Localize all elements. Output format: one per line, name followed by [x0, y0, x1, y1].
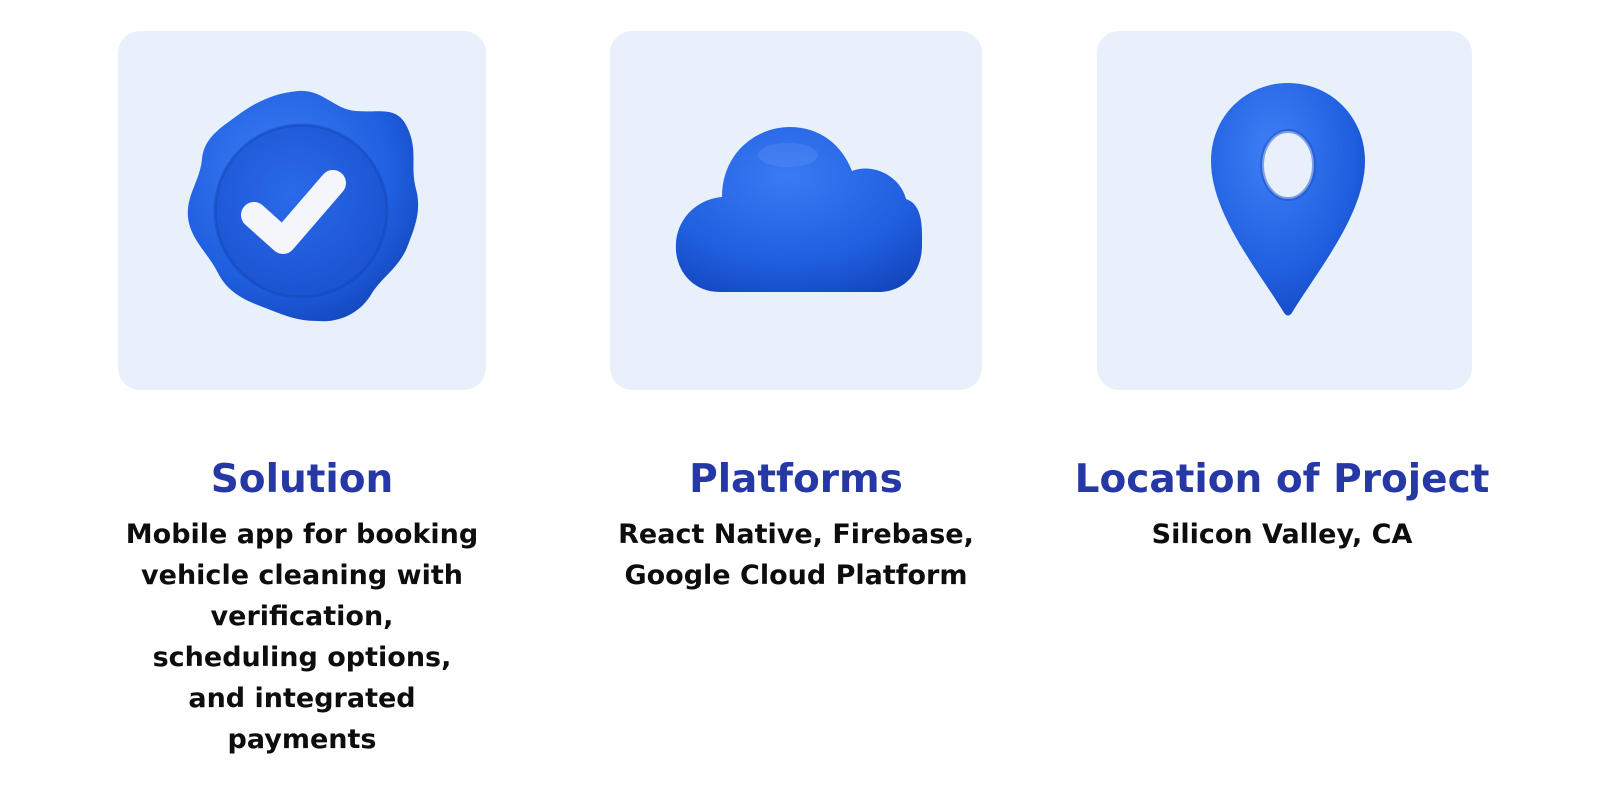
platforms-text: Platforms React Native, Firebase, Google…	[596, 456, 996, 596]
platforms-line: Google Cloud Platform	[624, 560, 968, 591]
verified-badge-icon	[187, 90, 419, 322]
location-pin-icon	[1211, 83, 1365, 316]
solution-card	[118, 31, 486, 390]
location-line: Silicon Valley, CA	[1151, 519, 1413, 550]
solution-description: Mobile app for booking vehicle cleaning …	[101, 514, 503, 760]
platforms-card	[610, 31, 982, 390]
solution-text: Solution Mobile app for booking vehicle …	[101, 456, 503, 760]
location-title: Location of Project	[1074, 457, 1490, 502]
location-card	[1097, 31, 1472, 390]
solution-line: payments	[227, 724, 377, 755]
solution-title: Solution	[210, 457, 394, 502]
solution-line: Mobile app for booking	[125, 519, 479, 550]
platforms-description: React Native, Firebase, Google Cloud Pla…	[596, 514, 996, 596]
solution-line: and integrated	[188, 683, 416, 714]
location-text: Location of Project Silicon Valley, CA	[1072, 456, 1492, 555]
cloud-icon	[675, 127, 923, 292]
location-description: Silicon Valley, CA	[1072, 514, 1492, 555]
solution-line: scheduling options,	[152, 642, 452, 673]
solution-line: vehicle cleaning with	[141, 560, 463, 591]
platforms-line: React Native, Firebase,	[618, 519, 974, 550]
solution-line: verification,	[210, 601, 394, 632]
platforms-title: Platforms	[689, 457, 903, 502]
